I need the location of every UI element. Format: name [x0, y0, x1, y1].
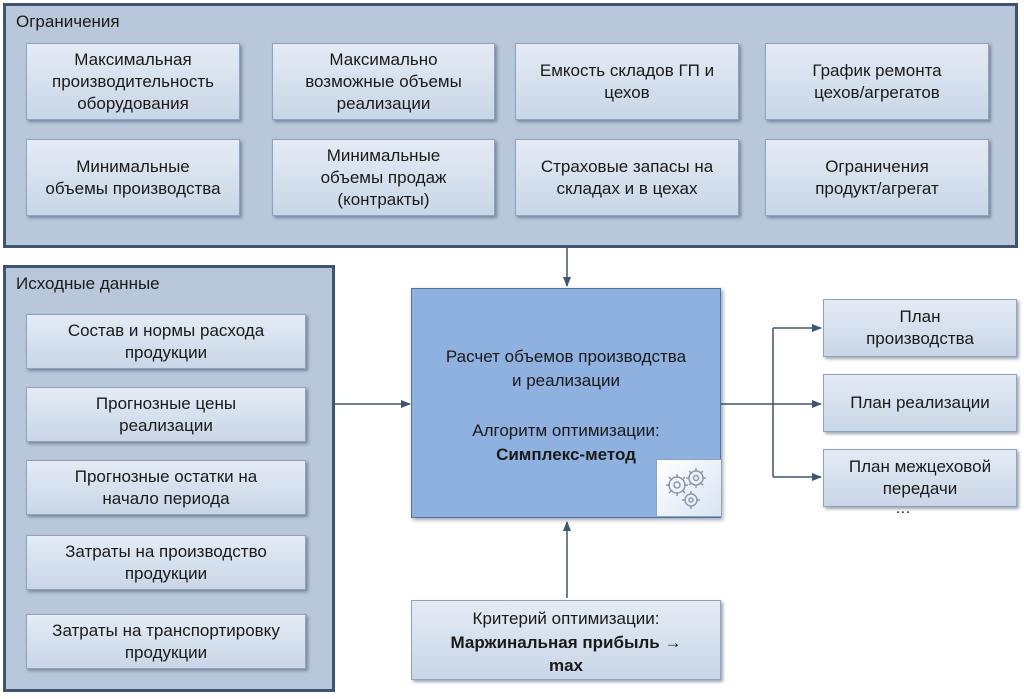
constraint-max-equipment-capacity: Максимальная производительность оборудов…: [26, 43, 240, 120]
calc-title-line1: Расчет объемов производства: [445, 347, 687, 366]
constraints-title: Ограничения: [16, 12, 120, 31]
input-data-title: Исходные данные: [16, 274, 160, 293]
output-sales-plan: План реализации: [823, 374, 1017, 432]
input-production-costs: Затраты на производство продукции: [26, 535, 306, 590]
criterion-value-line1: Маржинальная прибыль →: [450, 633, 682, 652]
algorithm-value: Симплекс-метод: [496, 445, 636, 464]
constraint-repair-schedule: График ремонта цехов/агрегатов: [765, 43, 989, 120]
input-transport-costs: Затраты на транспортировку продукции: [26, 614, 306, 669]
input-norms: Состав и нормы расхода продукции: [26, 314, 306, 369]
output-transfer-plan: План межцеховой передачи: [823, 449, 1017, 507]
constraint-product-unit: Ограничения продукт/агрегат: [765, 139, 989, 216]
constraint-warehouse-capacity: Емкость складов ГП и цехов: [515, 43, 739, 120]
criterion-label: Критерий оптимизации:: [472, 609, 660, 628]
output-production-plan: План производства: [823, 299, 1017, 357]
output-more-ellipsis: …: [895, 500, 911, 517]
optimization-criterion-box: Критерий оптимизации: Маржинальная прибы…: [411, 600, 721, 680]
calculation-box: Расчет объемов производства и реализации…: [411, 288, 722, 518]
input-forecast-prices: Прогнозные цены реализации: [26, 387, 306, 442]
constraint-max-sales-volumes: Максимально возможные объемы реализации: [272, 43, 495, 120]
constraint-min-production: Минимальные объемы производства: [26, 139, 240, 216]
criterion-value-line2: max: [548, 656, 584, 675]
gears-icon: [656, 459, 722, 517]
input-forecast-balances: Прогнозные остатки на начало периода: [26, 460, 306, 515]
algorithm-label: Алгоритм оптимизации:: [472, 421, 660, 440]
constraint-safety-stock: Страховые запасы на складах и в цехах: [515, 139, 739, 216]
calc-title-line2: и реализации: [512, 371, 620, 390]
constraint-min-sales: Минимальные объемы продаж (контракты): [272, 139, 495, 216]
